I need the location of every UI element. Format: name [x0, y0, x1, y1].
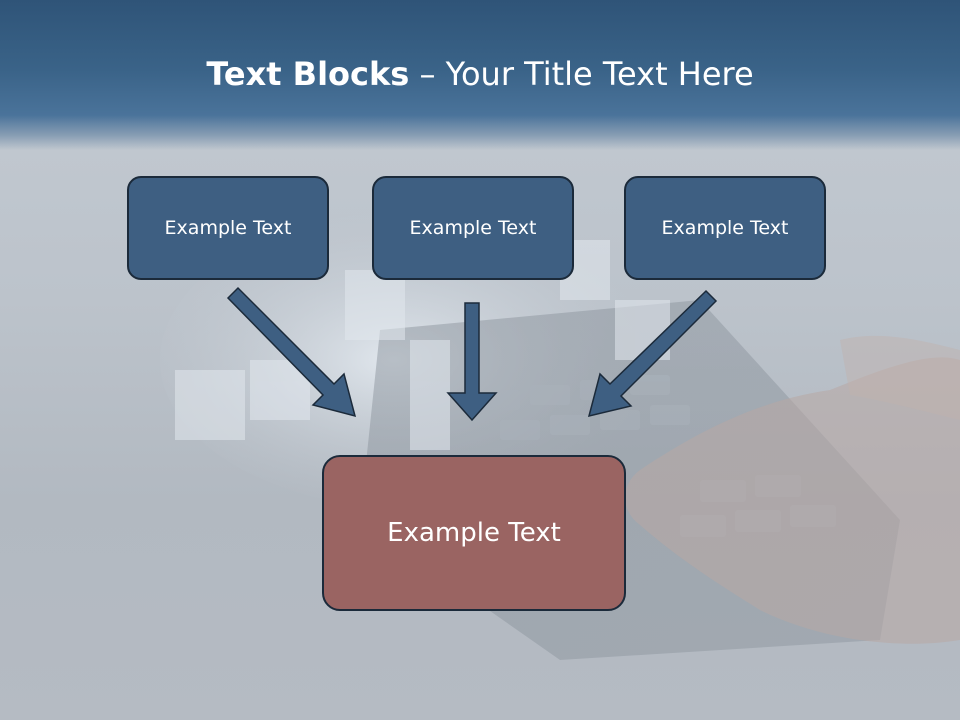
top-box-1: Example Text	[127, 176, 329, 280]
top-box-3: Example Text	[624, 176, 826, 280]
title-rest-part: – Your Title Text Here	[409, 55, 754, 93]
top-box-2: Example Text	[372, 176, 574, 280]
arrow-right	[587, 289, 718, 418]
page-title: Text Blocks – Your Title Text Here	[0, 52, 960, 96]
title-bold-part: Text Blocks	[206, 55, 410, 93]
top-box-3-label: Example Text	[661, 217, 789, 239]
bottom-box: Example Text	[322, 455, 626, 611]
top-box-1-label: Example Text	[164, 217, 292, 239]
title-band	[0, 0, 960, 150]
bottom-box-label: Example Text	[387, 518, 561, 548]
arrow-center	[446, 302, 498, 422]
top-box-2-label: Example Text	[409, 217, 537, 239]
arrow-left	[226, 286, 357, 418]
